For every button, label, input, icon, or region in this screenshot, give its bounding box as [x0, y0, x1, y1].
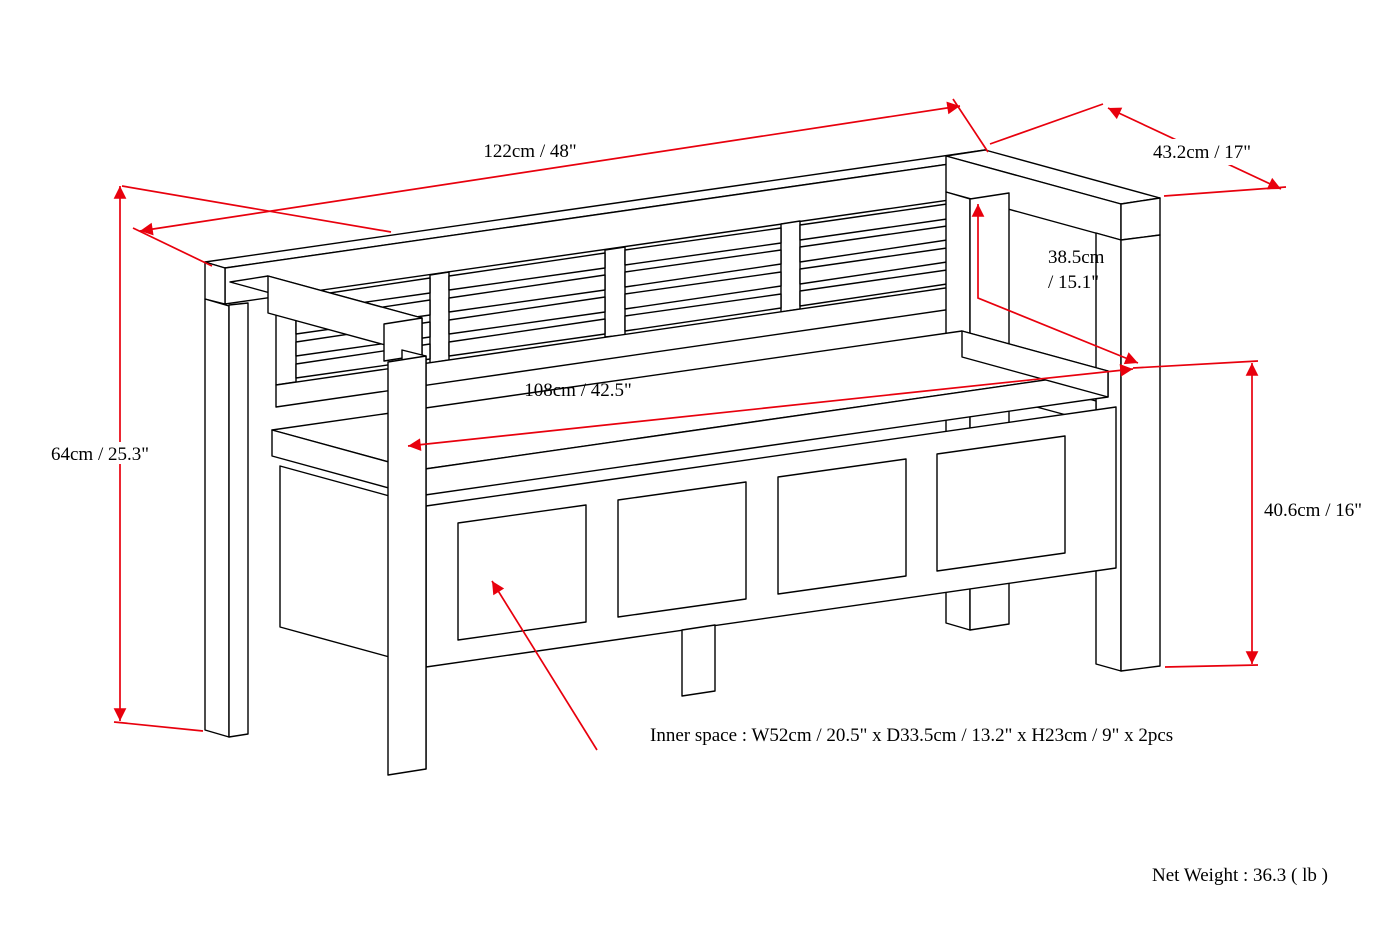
back-slat [448, 274, 606, 313]
left-front-leg-front-face [387, 355, 427, 776]
width-dimension-line [139, 101, 961, 236]
inner-space-note: Inner space : W52cm / 20.5" x D33.5cm / … [650, 725, 1173, 746]
dimension-lines [113, 98, 1287, 751]
extension-line [1163, 186, 1287, 197]
back-stile [604, 246, 626, 338]
extension-line [132, 227, 213, 267]
back-slat [448, 296, 606, 335]
extension-line [121, 185, 392, 233]
extension-line [1132, 360, 1259, 369]
left-arm [229, 275, 427, 776]
overall-height-label: 64cm / 25.3" [51, 444, 149, 465]
bench-drawing [204, 149, 1161, 776]
overall-depth-label: 43.2cm / 17" [1153, 142, 1251, 163]
arm-opening-label-line1: 38.5cm [1048, 247, 1105, 268]
seat-height-label: 40.6cm / 16" [1264, 500, 1362, 521]
storage-panel [457, 504, 587, 641]
net-weight-note: Net Weight : 36.3 ( lb ) [1152, 865, 1328, 886]
left-back-leg [204, 298, 249, 738]
back-slat [624, 293, 782, 332]
extension-line [1164, 664, 1259, 668]
back-slat [448, 252, 606, 291]
label-mask [1128, 139, 1276, 165]
extension-line [989, 103, 1104, 145]
arm-opening-label-line2: / 15.1" [1048, 272, 1099, 293]
back-stile [780, 220, 801, 313]
dimension-labels: 122cm / 48" 43.2cm / 17" 38.5cm / 15.1" … [44, 139, 1362, 886]
left-back-leg-side-face [204, 298, 230, 738]
right-front-leg-front-face [1120, 234, 1161, 672]
back-slat [624, 271, 782, 310]
back-slat [624, 249, 782, 288]
seat-width-label: 108cm / 42.5" [524, 380, 632, 401]
storage-panel [777, 458, 907, 595]
storage-panel [617, 481, 747, 618]
arm-opening-dimension-line [971, 204, 1139, 365]
inner-space-leader-line [491, 580, 598, 751]
overall-width-label: 122cm / 48" [483, 141, 576, 162]
label-mask [44, 442, 156, 464]
back-slat [448, 318, 606, 357]
center-foot [681, 624, 716, 697]
storage-panel [936, 435, 1066, 572]
top-rail-end-face [204, 261, 226, 305]
seat-width-dimension-line [407, 364, 1134, 451]
left-back-leg-front-face [228, 302, 249, 738]
right-arm-end-face [1120, 197, 1161, 241]
extension-line [113, 721, 204, 732]
back-stile [429, 271, 450, 364]
